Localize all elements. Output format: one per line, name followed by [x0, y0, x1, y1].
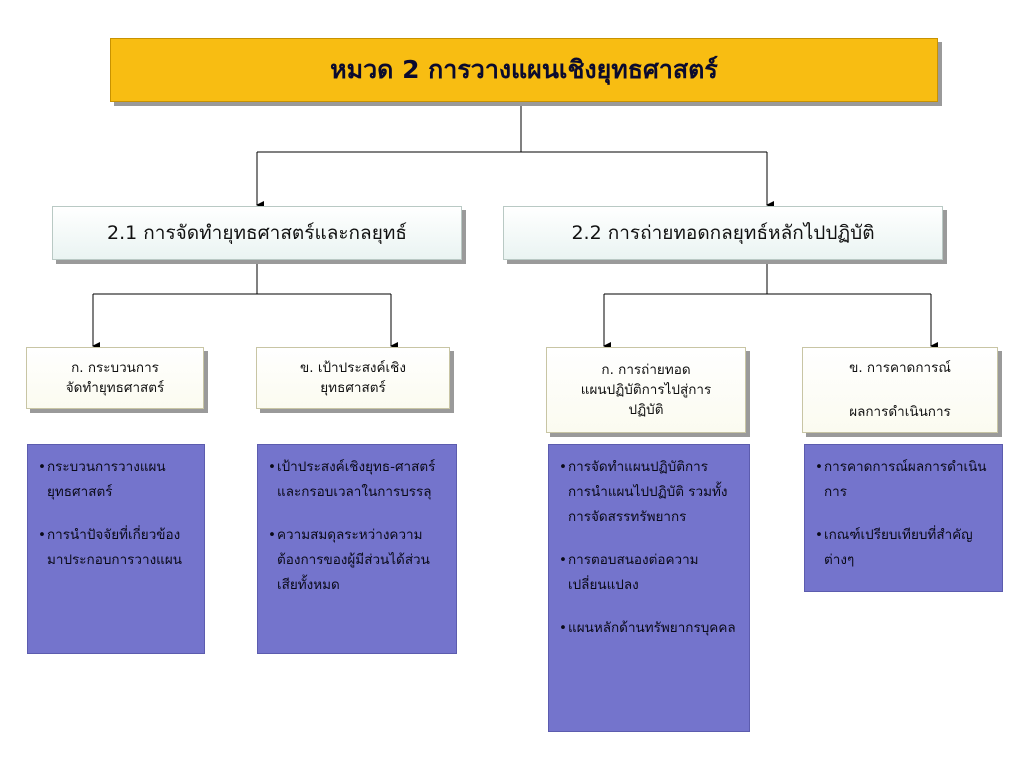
bullet-item: แผนหลักด้านทรัพยากรบุคคล — [559, 616, 741, 641]
bullet-list: กระบวนการวางแผนยุทธศาสตร์ การนำปัจจัยที่… — [38, 455, 184, 573]
bullet-item: ความสมดุลระหว่างความต้องการของผู้มีส่วนไ… — [268, 523, 448, 598]
subsection-line: จัดทำยุทธศาสตร์ — [65, 380, 165, 396]
subsection-2-1-b: ข. เป้าประสงค์เชิง ยุทธศาสตร์ — [256, 347, 450, 409]
bullet-item: เกณฑ์เปรียบเทียบที่สำคัญต่างๆ — [815, 523, 994, 573]
section-2-2-label: 2.2 การถ่ายทอดกลยุทธ์หลักไปปฏิบัติ — [571, 222, 875, 244]
bullet-list: การคาดการณ์ผลการดำเนินการ เกณฑ์เปรียบเที… — [815, 455, 994, 573]
subsection-2-1-a: ก. กระบวนการ จัดทำยุทธศาสตร์ — [26, 347, 204, 409]
section-2-1-label: 2.1 การจัดทำยุทธศาสตร์และกลยุทธ์ — [107, 222, 407, 244]
detail-panel-2-1-b: เป้าประสงค์เชิงยุทธ-ศาสตร์และกรอบเวลาในก… — [257, 444, 457, 654]
subsection-line: ยุทธศาสตร์ — [320, 380, 386, 396]
section-2-2: 2.2 การถ่ายทอดกลยุทธ์หลักไปปฏิบัติ — [503, 206, 943, 260]
diagram-title-text: หมวด 2 การวางแผนเชิงยุทธศาสตร์ — [330, 55, 718, 84]
subsection-2-2-a: ก. การถ่ายทอด แผนปฏิบัติการไปสู่การ ปฏิบ… — [546, 347, 746, 433]
bullet-list: การจัดทำแผนปฏิบัติการ การนำแผนไปปฏิบัติ … — [559, 455, 741, 641]
bullet-item: การนำปัจจัยที่เกี่ยวข้องมาประกอบการวางแผ… — [38, 523, 184, 573]
subsection-line: ข. เป้าประสงค์เชิง — [300, 360, 406, 376]
diagram-title: หมวด 2 การวางแผนเชิงยุทธศาสตร์ — [110, 38, 938, 102]
subsection-line: แผนปฏิบัติการไปสู่การ — [580, 382, 712, 398]
subsection-line: ผลการดำเนินการ — [849, 404, 951, 420]
subsection-line: ก. กระบวนการ — [71, 360, 159, 376]
bullet-item: การจัดทำแผนปฏิบัติการ การนำแผนไปปฏิบัติ … — [559, 455, 741, 530]
bullet-item: การตอบสนองต่อความเปลี่ยนแปลง — [559, 548, 741, 598]
detail-panel-2-2-a: การจัดทำแผนปฏิบัติการ การนำแผนไปปฏิบัติ … — [548, 444, 750, 732]
subsection-2-2-b: ข. การคาดการณ์ ผลการดำเนินการ — [802, 347, 998, 433]
detail-panel-2-1-a: กระบวนการวางแผนยุทธศาสตร์ การนำปัจจัยที่… — [27, 444, 205, 654]
bullet-item: การคาดการณ์ผลการดำเนินการ — [815, 455, 994, 505]
bullet-list: เป้าประสงค์เชิงยุทธ-ศาสตร์และกรอบเวลาในก… — [268, 455, 448, 598]
bullet-item: เป้าประสงค์เชิงยุทธ-ศาสตร์และกรอบเวลาในก… — [268, 455, 448, 505]
detail-panel-2-2-b: การคาดการณ์ผลการดำเนินการ เกณฑ์เปรียบเที… — [804, 444, 1003, 592]
section-2-1: 2.1 การจัดทำยุทธศาสตร์และกลยุทธ์ — [52, 206, 462, 260]
subsection-line: ข. การคาดการณ์ — [849, 360, 951, 376]
bullet-item: กระบวนการวางแผนยุทธศาสตร์ — [38, 455, 184, 505]
subsection-line: ก. การถ่ายทอด — [601, 362, 691, 378]
subsection-line: ปฏิบัติ — [628, 402, 664, 418]
